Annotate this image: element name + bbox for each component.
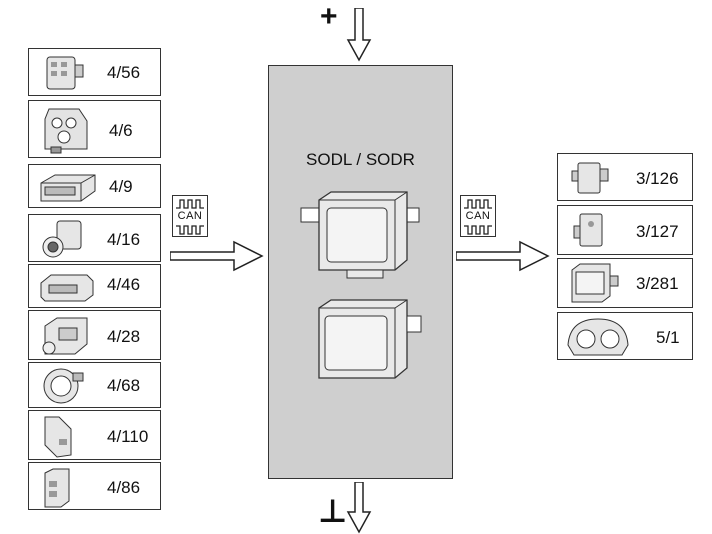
ground-out-arrow-icon bbox=[346, 482, 372, 534]
input-module-4-16: 4/16 bbox=[28, 214, 161, 262]
control-module-icon bbox=[46, 56, 84, 90]
radar-module-icon bbox=[42, 317, 88, 355]
power-plus-symbol: + bbox=[320, 0, 338, 33]
input-module-label: 4/16 bbox=[107, 230, 141, 249]
control-unit-icon bbox=[40, 174, 96, 202]
input-module-4-46: 4/46 bbox=[28, 264, 161, 308]
sodl-sodr-module: SODL / SODR bbox=[268, 65, 453, 479]
input-module-label: 4/28 bbox=[107, 327, 141, 346]
slim-module-icon bbox=[44, 416, 72, 458]
input-module-4-56: 4/56 bbox=[28, 48, 161, 96]
input-module-label: 4/86 bbox=[107, 478, 141, 497]
can-label: CAN bbox=[465, 210, 491, 222]
switch-cluster-icon bbox=[44, 108, 88, 154]
can-output-arrow-icon bbox=[456, 240, 550, 272]
can-bus-icon-right: CAN bbox=[460, 195, 496, 237]
input-module-label: 4/9 bbox=[109, 177, 133, 196]
output-module-5-1: 5/1 bbox=[557, 312, 693, 360]
connector-module-icon bbox=[44, 468, 70, 508]
input-module-4-110: 4/110 bbox=[28, 410, 161, 460]
output-module-label: 3/281 bbox=[636, 274, 679, 293]
input-module-4-68: 4/68 bbox=[28, 362, 161, 408]
output-module-3-281: 3/281 bbox=[557, 258, 693, 308]
can-input-arrow-icon bbox=[170, 240, 264, 272]
output-module-label: 3/126 bbox=[636, 169, 679, 188]
camera-module-icon bbox=[42, 220, 82, 258]
input-module-label: 4/110 bbox=[107, 427, 149, 446]
output-module-3-126: 3/126 bbox=[557, 153, 693, 201]
output-module-label: 5/1 bbox=[656, 328, 680, 347]
small-module-icon bbox=[573, 213, 603, 247]
input-module-label: 4/68 bbox=[107, 376, 141, 395]
input-module-label: 4/6 bbox=[109, 121, 133, 140]
sensor-module-icon bbox=[40, 274, 94, 302]
can-bus-icon-left: CAN bbox=[172, 195, 208, 237]
control-unit-lower-icon bbox=[318, 299, 422, 379]
output-module-3-127: 3/127 bbox=[557, 205, 693, 255]
center-module-title: SODL / SODR bbox=[306, 150, 415, 169]
input-module-4-86: 4/86 bbox=[28, 462, 161, 510]
power-in-arrow-icon bbox=[346, 8, 372, 62]
input-module-label: 4/46 bbox=[107, 275, 141, 294]
output-module-label: 3/127 bbox=[636, 222, 679, 241]
display-unit-icon bbox=[571, 263, 619, 303]
control-unit-upper-icon bbox=[300, 191, 420, 279]
input-module-4-6: 4/6 bbox=[28, 100, 161, 158]
small-module-icon bbox=[571, 162, 609, 194]
input-module-4-9: 4/9 bbox=[28, 164, 161, 208]
ground-symbol: ⊥ bbox=[318, 493, 348, 529]
input-module-4-28: 4/28 bbox=[28, 310, 161, 360]
input-module-label: 4/56 bbox=[107, 63, 141, 82]
can-label: CAN bbox=[177, 210, 203, 222]
steering-clock-spring-icon bbox=[43, 368, 84, 404]
instrument-cluster-icon bbox=[567, 318, 629, 356]
